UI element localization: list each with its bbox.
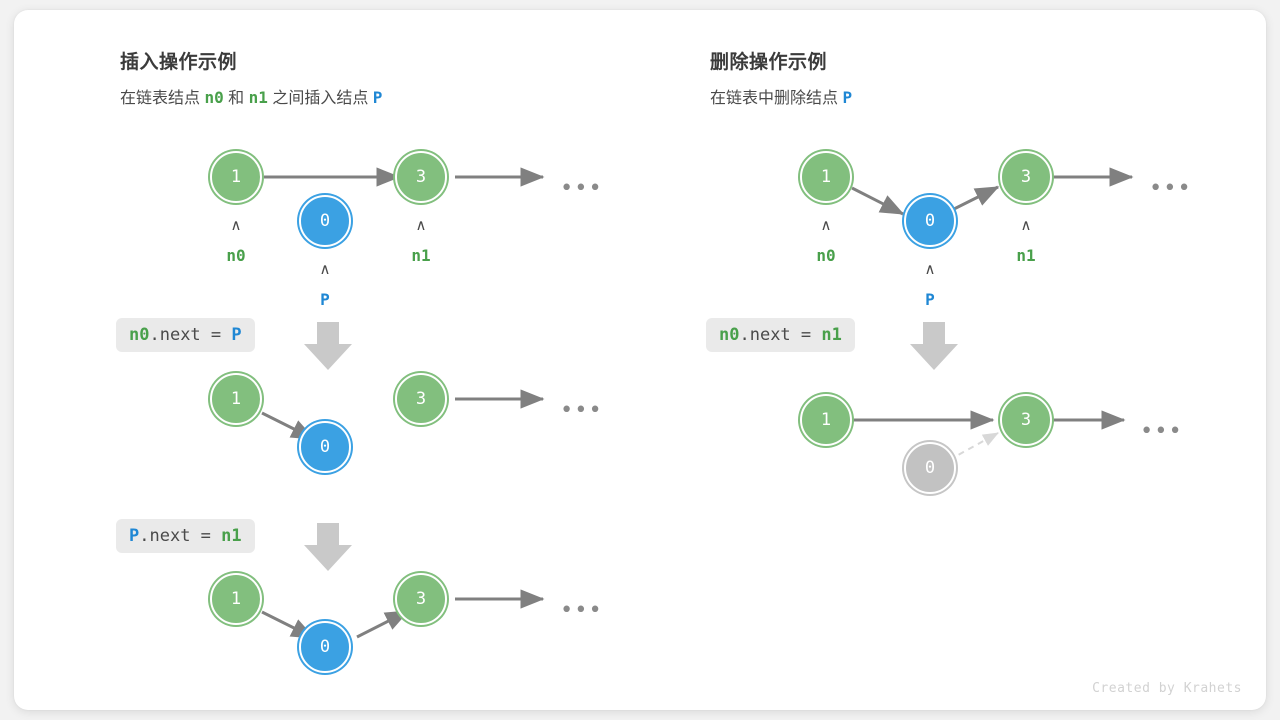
code-token: .next = <box>149 325 232 345</box>
code-token: n0 <box>129 325 150 345</box>
ellipsis-insert-r1: ••• <box>560 176 603 201</box>
panel-subtitle-insert: 在链表结点 n0 和 n1 之间插入结点 P <box>120 84 382 108</box>
node-delete-r1-p: 0 <box>904 195 956 247</box>
node-insert-r3-p: 0 <box>299 621 351 673</box>
subtitle-ref-n1: n1 <box>248 88 268 107</box>
pointer-label-delete-p: P <box>925 290 935 309</box>
node-insert-r1-p: 0 <box>299 195 351 247</box>
node-insert-r2-p: 0 <box>299 421 351 473</box>
node-insert-r1-n0: 1 <box>210 151 262 203</box>
caret-insert-p: ∧ <box>319 260 331 278</box>
node-insert-r1-n1: 3 <box>395 151 447 203</box>
pointer-label-insert-n1: n1 <box>411 246 431 265</box>
code-chip-insert-step2: P.next = n1 <box>116 519 255 554</box>
code-token: .next = <box>139 526 222 546</box>
pointer-label-delete-n1: n1 <box>1016 246 1036 265</box>
node-insert-r2-n0: 1 <box>210 373 262 425</box>
pointer-label-insert-n0: n0 <box>226 246 246 265</box>
code-token: n0 <box>719 325 740 345</box>
ellipsis-insert-r2: ••• <box>560 398 603 423</box>
subtitle-part: 在链表结点 <box>120 90 205 107</box>
panel-title-insert: 插入操作示例 <box>120 52 238 73</box>
node-delete-r1-n0: 1 <box>800 151 852 203</box>
code-token: P <box>129 526 140 546</box>
caret-insert-n1: ∧ <box>415 216 427 234</box>
credit-text: Created by Krahets <box>1092 681 1242 696</box>
code-chip-insert-step1: n0.next = P <box>116 318 255 353</box>
code-token: n1 <box>821 325 842 345</box>
subtitle-part: 在链表中删除结点 <box>710 90 843 107</box>
step-down-arrow-insert-2 <box>304 523 352 571</box>
code-chip-delete-step1: n0.next = n1 <box>706 318 855 353</box>
node-delete-r2-removed: 0 <box>904 442 956 494</box>
node-delete-r2-n0: 1 <box>800 394 852 446</box>
caret-delete-n1: ∧ <box>1020 216 1032 234</box>
pointer-label-insert-p: P <box>320 290 330 309</box>
caret-delete-n0: ∧ <box>820 216 832 234</box>
ellipsis-delete-r1: ••• <box>1149 176 1192 201</box>
arrow-layer <box>261 167 1134 640</box>
node-delete-r1-n1: 3 <box>1000 151 1052 203</box>
code-token: .next = <box>739 325 822 345</box>
code-token: P <box>231 325 242 345</box>
diagram-card: 插入操作示例 在链表结点 n0 和 n1 之间插入结点 P 1 0 3 ••• … <box>14 10 1266 710</box>
panel-title-delete: 删除操作示例 <box>710 52 828 73</box>
subtitle-ref-p: P <box>372 88 383 107</box>
caret-insert-n0: ∧ <box>230 216 242 234</box>
step-down-arrow-insert-1 <box>304 322 352 370</box>
delete-row1-arrows <box>851 167 1134 216</box>
subtitle-ref-p: P <box>842 88 853 107</box>
caret-delete-p: ∧ <box>924 260 936 278</box>
code-token: n1 <box>221 526 242 546</box>
node-insert-r3-n0: 1 <box>210 573 262 625</box>
panel-subtitle-delete: 在链表中删除结点 P <box>710 84 852 108</box>
node-insert-r3-n1: 3 <box>395 573 447 625</box>
ellipsis-delete-r2: ••• <box>1140 419 1183 444</box>
node-insert-r2-n1: 3 <box>395 373 447 425</box>
node-delete-r2-n1: 3 <box>1000 394 1052 446</box>
pointer-label-delete-n0: n0 <box>816 246 836 265</box>
diagram-stage: 插入操作示例 在链表结点 n0 和 n1 之间插入结点 P 1 0 3 ••• … <box>14 10 1266 710</box>
subtitle-part: 之间插入结点 <box>267 90 373 107</box>
delete-row2-arrows <box>852 410 1126 461</box>
subtitle-ref-n0: n0 <box>204 88 224 107</box>
ellipsis-insert-r3: ••• <box>560 598 603 623</box>
step-down-arrow-delete-1 <box>910 322 958 370</box>
subtitle-part: 和 <box>223 90 249 107</box>
